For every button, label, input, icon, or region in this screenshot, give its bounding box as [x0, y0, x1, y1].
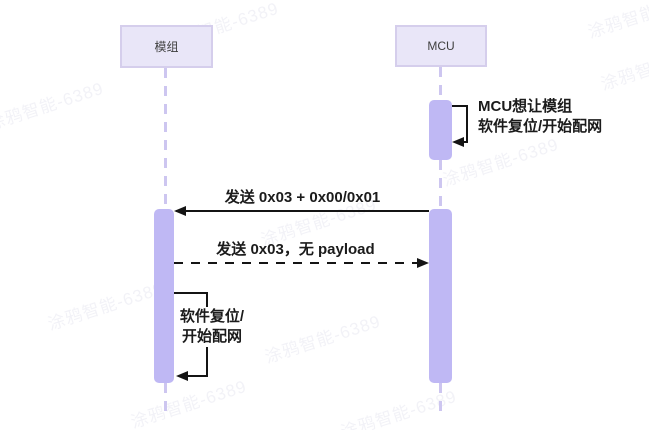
message-dashed-label: 发送 0x03，无 payload — [216, 241, 375, 258]
self-message-mcu-label: MCU想让模组 软件复位/开始配网 — [478, 97, 602, 137]
message-dashed-arrowhead-icon — [417, 258, 429, 268]
self-message-module-line-top — [174, 292, 208, 294]
message-solid-line — [176, 210, 429, 212]
watermark-text: 涂鸦智能-6389 — [598, 38, 649, 95]
message-solid-label: 发送 0x03 + 0x00/0x01 — [224, 189, 381, 206]
lifeline-module-top — [164, 68, 167, 209]
self-message-mcu-label-line2: 软件复位/开始配网 — [478, 118, 603, 135]
actor-box-module: 模组 — [120, 25, 213, 68]
actor-label-module: 模组 — [154, 40, 179, 54]
actor-box-mcu: MCU — [395, 25, 487, 67]
self-message-mcu-line-bottom — [462, 141, 468, 143]
activation-bar-mcu-2 — [429, 209, 452, 383]
activation-bar-module — [154, 209, 174, 383]
lifeline-mcu-middle — [439, 160, 442, 209]
activation-bar-mcu-1 — [429, 100, 452, 160]
self-message-mcu-arrowhead-icon — [452, 137, 464, 147]
watermark-text: 涂鸦智能-6389 — [45, 278, 167, 335]
actor-label-mcu: MCU — [427, 39, 455, 53]
message-solid-arrowhead-icon — [174, 206, 186, 216]
self-message-module-arrowhead-icon — [176, 371, 188, 381]
self-message-mcu-label-line1: MCU想让模组 — [478, 98, 573, 115]
self-message-module-label: 软件复位/ 开始配网 — [174, 307, 250, 347]
lifeline-mcu-bottom — [439, 383, 442, 413]
self-message-module-label-line2: 开始配网 — [181, 328, 242, 345]
watermark-text: 涂鸦智能-6389 — [128, 376, 250, 430]
message-dashed-line — [174, 262, 417, 264]
lifeline-module-bottom — [164, 383, 167, 413]
watermark-text: 涂鸦智能-6389 — [262, 311, 384, 368]
self-message-mcu-line-top — [452, 105, 468, 107]
self-message-mcu-line-right — [466, 105, 468, 143]
self-message-module-label-line1: 软件复位/ — [179, 308, 245, 325]
watermark-text: 涂鸦智能-6389 — [0, 78, 107, 135]
self-message-module-line-bottom — [187, 375, 208, 377]
watermark-text: 涂鸦智能-6389 — [585, 0, 649, 43]
lifeline-mcu-top — [439, 67, 442, 100]
